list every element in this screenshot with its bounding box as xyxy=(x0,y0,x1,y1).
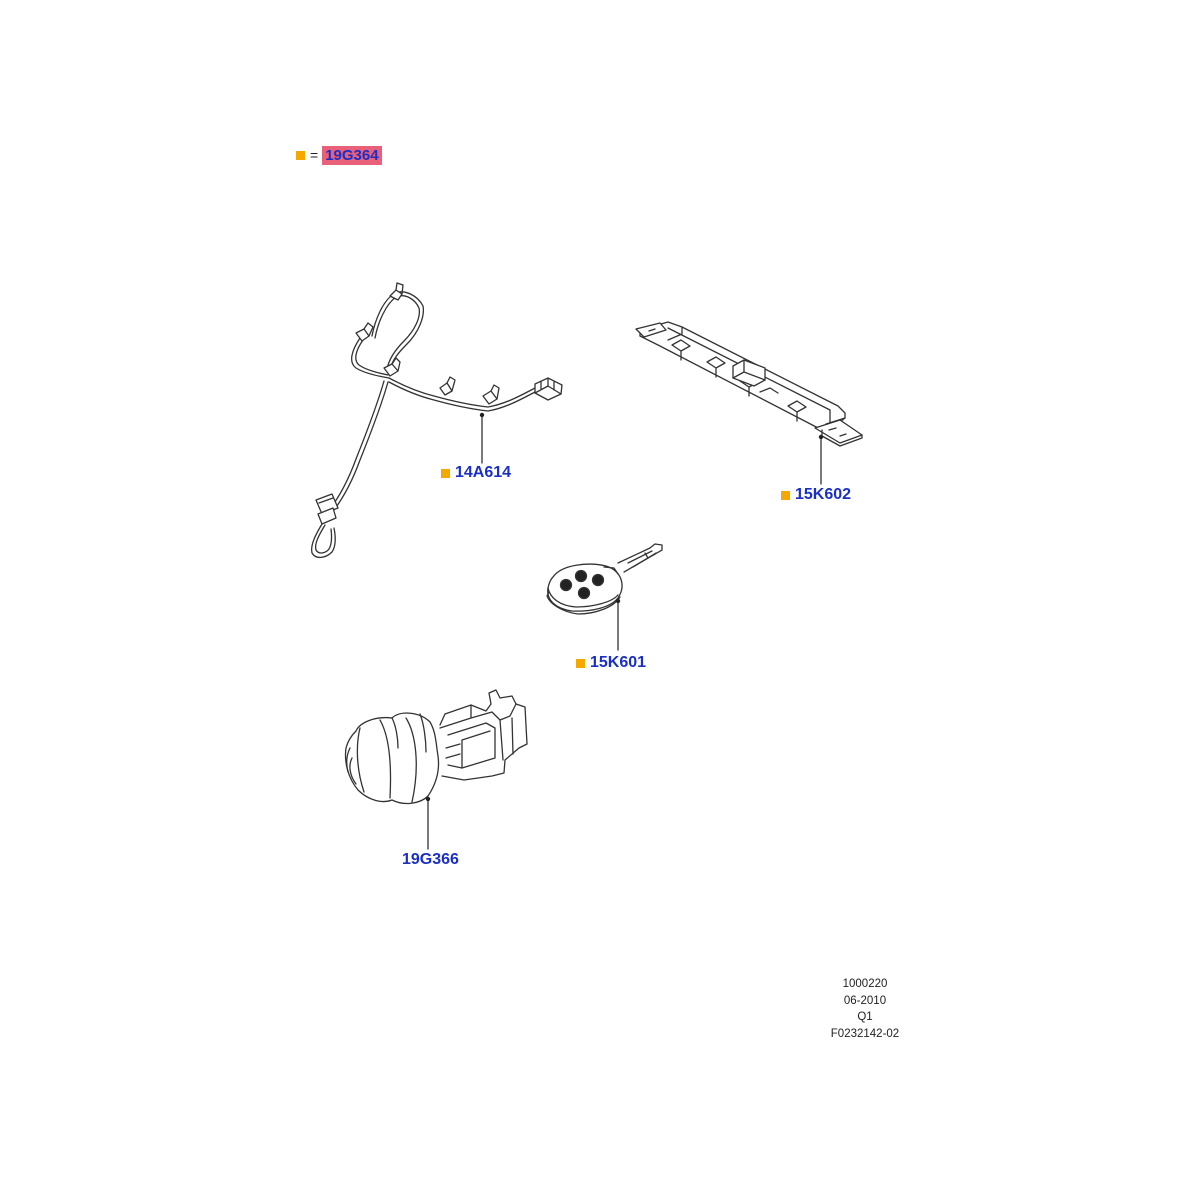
reference-line-1: 1000220 xyxy=(842,978,888,990)
legend-part-number[interactable]: 19G364 xyxy=(322,145,382,165)
part-number-label: 19G366 xyxy=(402,851,459,868)
part-number-label: 14A614 xyxy=(455,464,512,481)
callout-14A614[interactable]: 14A614 xyxy=(441,464,511,482)
part-number-label: 15K601 xyxy=(590,654,647,671)
reference-block: 1000220 06-2010 Q1 F0232142-02 xyxy=(800,976,930,1042)
wiring-harness-illustration[interactable] xyxy=(310,282,563,559)
lock-cylinder-illustration[interactable] xyxy=(344,689,528,805)
receiver-module-illustration[interactable] xyxy=(635,321,863,447)
legend-equals: = xyxy=(310,147,319,163)
leader-lines xyxy=(427,415,822,850)
marker-square-icon xyxy=(296,150,305,160)
marker-square-icon xyxy=(781,490,790,500)
reference-line-4: F0232142-02 xyxy=(830,1027,900,1040)
reference-line-3: Q1 xyxy=(857,1011,873,1023)
legend: = 19G364 xyxy=(296,145,382,165)
reference-line-2: 06-2010 xyxy=(843,994,887,1007)
remote-key-illustration[interactable] xyxy=(546,543,663,615)
callout-15K602[interactable]: 15K602 xyxy=(781,486,851,504)
callout-15K601[interactable]: 15K601 xyxy=(576,654,646,672)
leader-dots xyxy=(425,412,824,802)
marker-square-icon xyxy=(441,468,450,478)
marker-square-icon xyxy=(576,658,585,668)
part-number-label: 15K602 xyxy=(795,486,852,503)
callout-19G366[interactable]: 19G366 xyxy=(402,851,459,869)
